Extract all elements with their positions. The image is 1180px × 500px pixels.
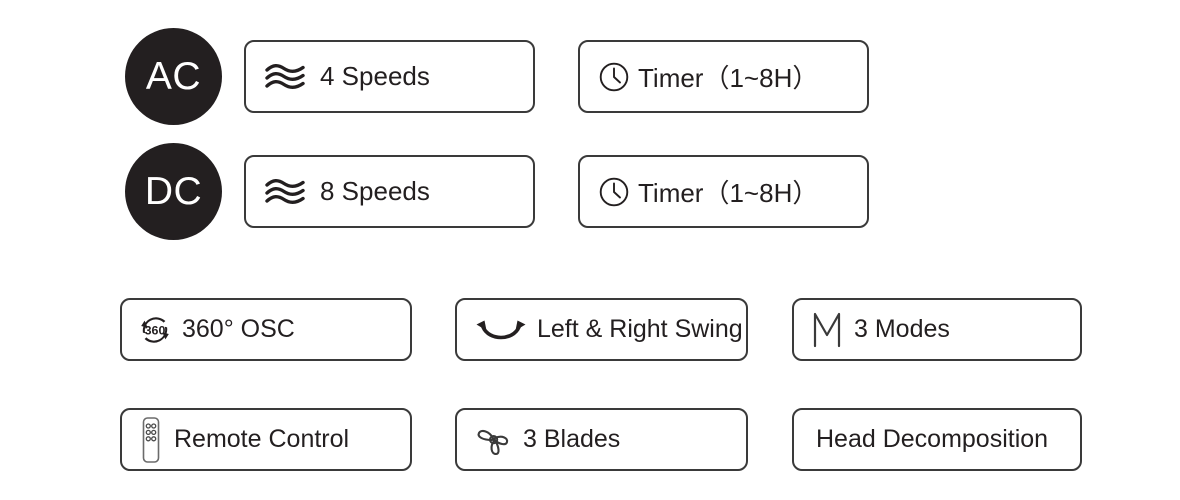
feature-label: Remote Control: [174, 425, 350, 453]
swing-arrow-icon: [471, 314, 531, 346]
speed-pill-ac[interactable]: 4 Speeds: [244, 40, 535, 113]
feature-360-osc[interactable]: 360 360° OSC: [120, 298, 412, 361]
speed-label: 4 Speeds: [320, 61, 430, 91]
feature-label: Left & Right Swing: [537, 315, 743, 343]
feature-head-decomposition[interactable]: Head Decomposition: [792, 408, 1082, 471]
wave-lines-icon: [264, 177, 306, 207]
power-type-row-ac: AC 4 Speeds Timer（1~8H）: [0, 28, 1180, 128]
feature-left-right-swing[interactable]: Left & Right Swing: [455, 298, 748, 361]
timer-pill-ac[interactable]: Timer（1~8H）: [578, 40, 869, 113]
power-badge-ac: AC: [125, 28, 222, 125]
remote-control-icon: [138, 416, 164, 464]
power-type-row-dc: DC 8 Speeds Timer（1~8H）: [0, 143, 1180, 243]
clock-icon: [598, 61, 630, 93]
feature-remote-control[interactable]: Remote Control: [120, 408, 412, 471]
timer-pill-dc[interactable]: Timer（1~8H）: [578, 155, 869, 228]
feature-label: 360° OSC: [182, 315, 295, 343]
rotation-360-icon: 360: [138, 313, 172, 347]
feature-label: 3 Modes: [854, 315, 950, 343]
power-badge-dc: DC: [125, 143, 222, 240]
letter-m-icon: [810, 309, 844, 351]
speed-pill-dc[interactable]: 8 Speeds: [244, 155, 535, 228]
feature-label: 3 Blades: [523, 425, 621, 453]
feature-row-2: Remote Control 3 Blades Head Decompositi…: [0, 408, 1180, 474]
timer-label: Timer（1~8H）: [638, 63, 819, 93]
clock-icon: [598, 176, 630, 208]
feature-label: Head Decomposition: [816, 425, 1049, 453]
feature-3-modes[interactable]: 3 Modes: [792, 298, 1082, 361]
speed-label: 8 Speeds: [320, 176, 430, 206]
feature-row-1: 360 360° OSC Left & Right Swing 3 Mo: [0, 298, 1180, 364]
svg-text:360: 360: [145, 323, 166, 337]
fan-blades-icon: [471, 417, 517, 463]
wave-lines-icon: [264, 62, 306, 92]
timer-label: Timer（1~8H）: [638, 178, 819, 208]
feature-3-blades[interactable]: 3 Blades: [455, 408, 748, 471]
